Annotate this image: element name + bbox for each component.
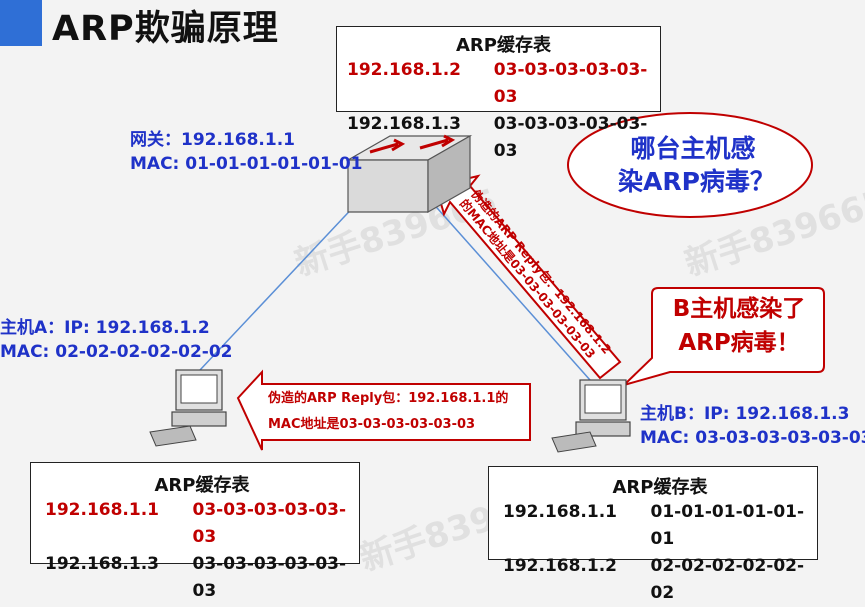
switch-icon	[345, 134, 473, 214]
arrow-to-host-a	[236, 369, 531, 451]
table-header: ARP缓存表	[612, 477, 708, 498]
table-row: 192.168.1.2 03-03-03-03-03-03	[347, 60, 648, 107]
link-gateway-host-b	[429, 199, 591, 381]
diagram-lines	[149, 112, 825, 453]
answer-callout	[623, 287, 825, 386]
title-accent-bar	[0, 0, 42, 46]
computer-icon-host-b	[551, 379, 631, 453]
table-row: 192.168.1.3 03-03-03-03-03-03	[347, 114, 648, 161]
table-row: 192.168.1.2 02-02-02-02-02-02	[503, 556, 805, 603]
table-row: 192.168.1.1 03-03-03-03-03-03	[45, 500, 347, 547]
table-header: ARP缓存表	[456, 35, 551, 56]
computer-icon-host-a	[149, 369, 227, 447]
gateway-label: 网关：192.168.1.1 MAC: 01-01-01-01-01-01	[130, 130, 363, 174]
host-a-label: 主机A：IP: 192.168.1.2 MAC: 02-02-02-02-02-…	[0, 318, 233, 362]
table-row: 192.168.1.3 03-03-03-03-03-03	[45, 554, 347, 601]
host-b-label: 主机B：IP: 192.168.1.3 MAC: 03-03-03-03-03-…	[640, 404, 865, 448]
gateway-arp-table: ARP缓存表 192.168.1.2 03-03-03-03-03-03 192…	[336, 26, 661, 161]
arrow-to-gateway	[434, 174, 622, 380]
page-title: ARP欺骗原理	[52, 9, 279, 49]
question-ellipse	[567, 112, 813, 218]
answer-text: B主机感染了 ARP病毒！	[672, 296, 806, 356]
arrow-to-host-a-text: 伪造的ARP Reply包：192.168.1.1的 MAC地址是03-03-0…	[268, 391, 509, 432]
table-header: ARP缓存表	[154, 475, 250, 496]
host-b-arp-table: ARP缓存表 192.168.1.1 01-01-01-01-01-01 192…	[488, 466, 818, 603]
host-a-arp-table: ARP缓存表 192.168.1.1 03-03-03-03-03-03 192…	[30, 462, 360, 601]
table-row: 192.168.1.1 01-01-01-01-01-01	[503, 502, 805, 549]
link-gateway-host-a	[199, 199, 361, 371]
question-text: 哪台主机感 染ARP病毒？	[618, 134, 775, 196]
